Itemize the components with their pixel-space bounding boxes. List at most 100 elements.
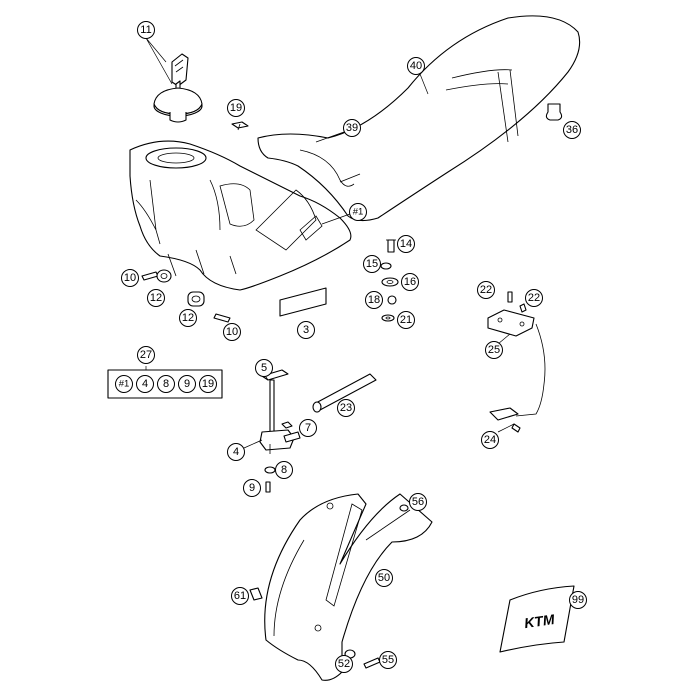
decal-3 [279,287,327,317]
svg-text:3: 3 [303,324,309,336]
svg-text:50: 50 [378,572,390,584]
callout-61: 61 [231,587,249,605]
screw-10-right [213,313,231,323]
svg-text:39: 39 [346,122,358,134]
svg-text:#1: #1 [119,379,130,390]
svg-text:9: 9 [184,378,190,390]
callout-27: 27 [137,346,155,364]
svg-text:16: 16 [404,276,416,288]
svg-text:27: 27 [140,349,152,361]
svg-text:56: 56 [412,496,424,508]
callout-4: 4 [227,443,245,461]
callout-52: 52 [335,655,353,673]
svg-text:10: 10 [124,272,136,284]
svg-text:8: 8 [281,464,287,476]
svg-text:19: 19 [230,102,242,114]
svg-text:9: 9 [249,482,255,494]
callout-12-lower: 12 [179,309,197,327]
callout-19-top: 19 [227,99,245,117]
callout-40: 40 [407,57,425,75]
fuel-hose-23 [312,373,377,413]
side-cover [264,493,433,681]
washer-15 [380,262,392,270]
svg-text:14: 14 [400,238,412,250]
logo-brand-text: KTM [523,611,556,631]
seal-8 [264,466,276,474]
callout-5: 5 [255,359,273,377]
callout-1-tank: #1 [349,203,367,221]
svg-text:5: 5 [261,362,267,374]
callout-22-left: 22 [477,281,495,299]
screw-55 [363,657,381,669]
fuel-tap [259,369,301,454]
kit-item-9: 9 [178,375,196,393]
callout-9: 9 [243,479,261,497]
callout-15: 15 [363,255,381,273]
callout-10-left: 10 [121,269,139,287]
callout-7: 7 [299,419,317,437]
screw-10-left [141,271,159,281]
svg-text:52: 52 [338,658,350,670]
svg-text:22: 22 [480,284,492,296]
callout-23: 23 [337,399,355,417]
callout-12-upper: 12 [147,289,165,307]
washer-16 [381,277,399,287]
svg-text:99: 99 [572,594,584,606]
callout-11: 11 [137,21,155,39]
svg-text:24: 24 [484,434,496,446]
svg-text:55: 55 [382,654,394,666]
callout-10-right: 10 [223,323,241,341]
callout-8: 8 [275,461,293,479]
svg-text:61: 61 [234,590,246,602]
screw-22-left [507,291,513,303]
svg-text:#1: #1 [353,207,364,218]
screw-9 [265,481,271,493]
svg-text:19: 19 [202,378,214,390]
fuel-tank [129,140,352,291]
screw-14 [386,239,396,253]
callout-21: 21 [397,311,415,329]
callout-16: 16 [401,273,419,291]
callout-25: 25 [485,341,503,359]
svg-text:7: 7 [305,422,311,434]
kit-item-1: #1 [115,375,133,393]
svg-text:18: 18 [368,294,380,306]
callout-55: 55 [379,651,397,669]
callout-50: 50 [375,569,393,587]
washer-21 [381,314,395,322]
svg-text:15: 15 [366,258,378,270]
svg-text:25: 25 [488,344,500,356]
svg-text:12: 12 [182,312,194,324]
callout-39: 39 [343,119,361,137]
callout-14: 14 [397,235,415,253]
callout-3: 3 [297,321,315,339]
screw-19 [231,121,249,131]
svg-text:12: 12 [150,292,162,304]
screw-22-right [519,303,527,313]
gasket-7 [281,421,293,429]
svg-text:36: 36 [566,124,578,136]
svg-text:4: 4 [233,446,239,458]
callout-22-right: 22 [525,289,543,307]
svg-text:8: 8 [163,378,169,390]
svg-text:21: 21 [400,314,412,326]
nut-18 [387,295,397,305]
seat-bumper [545,103,563,121]
kit-item-19: 19 [199,375,217,393]
callout-99: 99 [569,591,587,609]
svg-text:10: 10 [226,326,238,338]
fuel-sensor [487,309,546,433]
callout-56: 56 [409,493,427,511]
fuel-cap-key [171,53,189,95]
clip-61 [249,587,263,601]
nut-56 [399,504,409,512]
callout-24: 24 [481,431,499,449]
kit-item-4: 4 [136,375,154,393]
rubber-bushing-12-bottom [187,291,205,307]
svg-text:22: 22 [528,292,540,304]
rubber-bushing-12-top [156,269,172,283]
logo-decal: KTM [499,585,575,653]
callout-18: 18 [365,291,383,309]
seat [257,15,581,222]
